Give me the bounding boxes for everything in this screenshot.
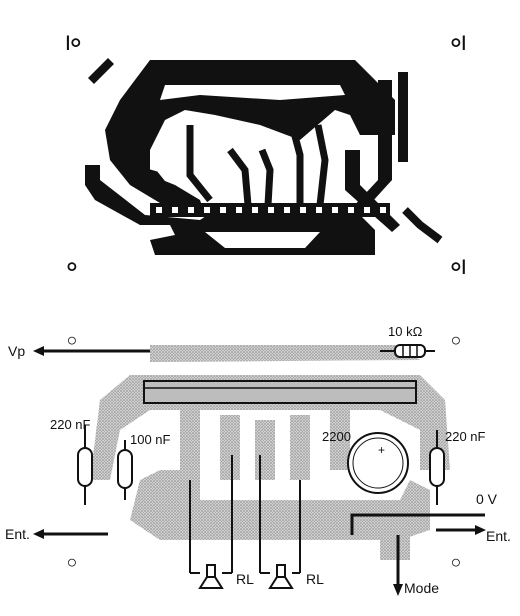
corner-mark-2-top-left: ○	[68, 333, 76, 348]
label-rl-left: RL	[236, 571, 254, 587]
ic-pin-row	[150, 203, 390, 217]
copper-plane-upper	[105, 60, 395, 215]
corner-mark-2-bottom-right: ○	[452, 555, 460, 570]
copper-lead-1	[118, 161, 179, 203]
copper-lead-3	[227, 147, 252, 206]
capacitor-electrolytic: +	[347, 432, 409, 494]
copper-strip-right-2	[350, 80, 392, 215]
corner-mark-bottom-right: ○|	[452, 259, 468, 274]
copper-pad-left	[88, 58, 114, 84]
corner-mark-top-right: ○|	[452, 35, 468, 50]
label-ent-left: Ent.	[5, 526, 30, 542]
speaker-leads	[189, 455, 301, 574]
label-cap-220nf-right: 220 nF	[445, 429, 486, 444]
label-rl-right: RL	[306, 571, 324, 587]
corner-mark-2-top-right: ○	[452, 333, 460, 348]
label-vp: Vp	[8, 343, 25, 359]
label-cap-2200: 2200	[322, 429, 351, 444]
label-mode: Mode	[404, 580, 439, 596]
copper-lead-5	[288, 124, 304, 205]
copper-lead-4	[258, 148, 274, 206]
ent-left-arrowhead	[33, 529, 44, 539]
label-resistor: 10 kΩ	[388, 324, 423, 339]
capacitor-220nf-left	[77, 425, 93, 505]
copper-lead-7	[402, 207, 443, 244]
ic-heatsink	[143, 380, 417, 404]
label-0v: 0 V	[476, 491, 498, 507]
label-ent-right: Ent.	[486, 528, 511, 544]
zero-v-lead	[350, 513, 485, 535]
label-cap-100nf: 100 nF	[130, 432, 171, 447]
capacitor-100nf	[117, 440, 133, 500]
copper-lead-2	[186, 125, 213, 203]
pcb-copper-layout: |○ ○| ○ ○|	[64, 35, 469, 275]
speaker-left-icon	[198, 564, 224, 589]
resistor-10k	[380, 344, 435, 358]
svg-text:+: +	[378, 443, 385, 457]
label-cap-220nf-left: 220 nF	[50, 417, 91, 432]
vp-arrowhead	[33, 346, 44, 356]
corner-mark-2-bottom-left: ○	[68, 555, 76, 570]
pcb-component-layout: ○ ○ ○ ○ Vp 10 kΩ	[5, 324, 511, 596]
mode-arrowhead	[393, 584, 403, 596]
capacitor-220nf-right	[429, 430, 445, 505]
corner-mark-top-left: |○	[64, 35, 80, 50]
copper-strip-right-1	[398, 72, 408, 162]
corner-mark-bottom-left: ○	[68, 259, 76, 274]
copper-lead-6	[314, 124, 329, 206]
speaker-right-icon	[268, 564, 294, 589]
ent-right-arrowhead	[475, 525, 486, 535]
